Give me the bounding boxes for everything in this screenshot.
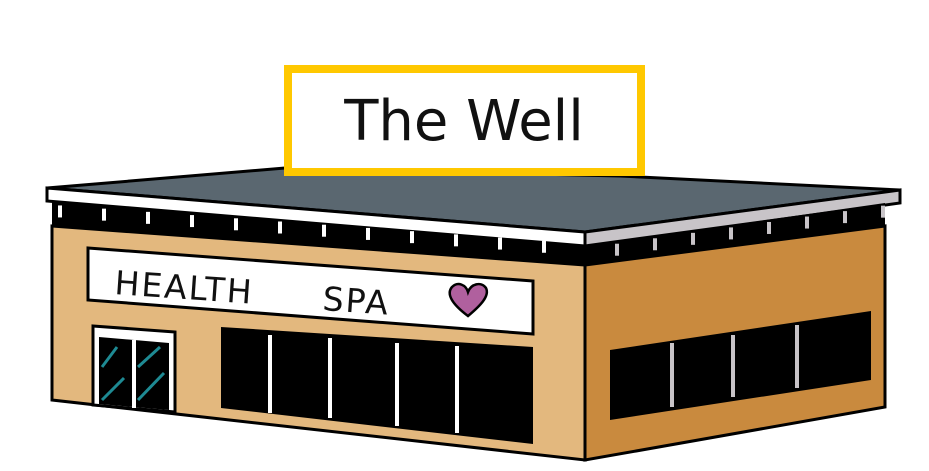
eave-tick <box>58 205 62 218</box>
rooftop-sign-title: The Well <box>343 89 584 154</box>
eave-tick <box>366 227 370 240</box>
eave-tick <box>729 227 733 240</box>
eave-tick <box>691 232 695 245</box>
storefront-sign <box>86 246 535 336</box>
rooftop-sign <box>284 65 645 176</box>
eave-tick <box>322 224 326 237</box>
eave-tick <box>498 237 502 250</box>
eave-tick <box>234 218 238 231</box>
eave-tick <box>190 215 194 228</box>
eave-tick <box>542 240 546 253</box>
side-window-mullions <box>670 325 799 407</box>
heart-icon <box>448 282 489 318</box>
sign-word-spa: SPA <box>321 279 391 323</box>
roof-fascia-side <box>583 188 902 248</box>
sign-word-health: HEALTH <box>113 263 254 312</box>
front-window-mullions <box>268 335 459 433</box>
eave-ticks <box>58 205 885 256</box>
eave-tick <box>146 211 150 224</box>
eave-tick <box>615 243 619 256</box>
eave-tick <box>410 231 414 244</box>
eave-tick <box>767 221 771 234</box>
eave-tick <box>278 221 282 234</box>
eave-band-side <box>585 203 885 266</box>
eave-band-front <box>52 201 585 266</box>
eave-tick <box>805 216 809 229</box>
glass-reflection <box>100 345 166 402</box>
eave-tick <box>653 238 657 251</box>
eave-tick <box>102 208 106 221</box>
eave-tick <box>881 205 885 218</box>
side-window <box>610 311 871 420</box>
eave-tick <box>843 211 847 224</box>
eave-tick <box>454 234 458 247</box>
